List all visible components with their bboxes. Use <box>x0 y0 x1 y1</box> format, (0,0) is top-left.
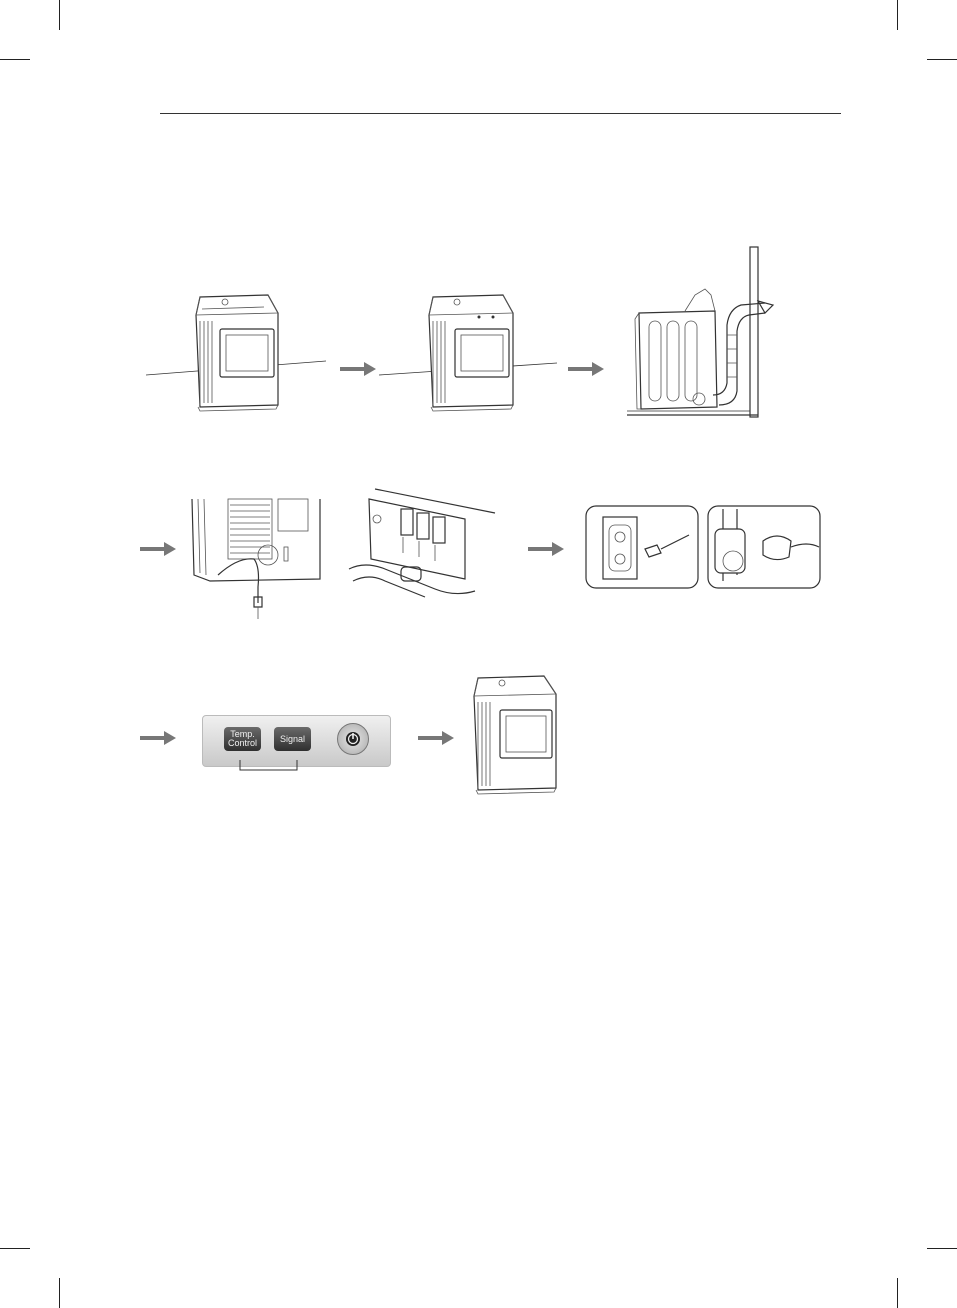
header-rule <box>160 113 841 114</box>
terminal-block-illustration <box>345 483 505 608</box>
power-icon <box>344 730 362 748</box>
power-button[interactable] <box>337 723 369 755</box>
dryer-ready-illustration <box>470 670 570 800</box>
crop-mark-tr-h <box>927 59 957 60</box>
four-prong-outlet-illustration <box>707 505 822 590</box>
dryer-gas-connection-illustration <box>188 497 328 622</box>
temp-control-button[interactable]: Temp. Control <box>224 727 261 751</box>
crop-mark-tl-v <box>59 0 60 30</box>
dryer-level-adjusted-illustration <box>375 285 575 415</box>
crop-mark-bl-v <box>59 1278 60 1308</box>
right-arrow-icon <box>568 362 604 376</box>
button-combo-bracket <box>239 760 299 772</box>
grounded-outlet-illustration <box>585 505 700 590</box>
crop-mark-tr-v <box>897 0 898 30</box>
right-arrow-icon <box>140 731 176 745</box>
crop-mark-tl-h <box>0 59 30 60</box>
signal-label: Signal <box>280 735 305 744</box>
right-arrow-icon <box>140 542 176 556</box>
crop-mark-br-v <box>897 1278 898 1308</box>
crop-mark-bl-h <box>0 1248 30 1249</box>
right-arrow-icon <box>340 362 376 376</box>
right-arrow-icon <box>528 542 564 556</box>
dryer-level-illustration <box>140 285 340 415</box>
temp-control-label-line2: Control <box>228 739 257 748</box>
right-arrow-icon <box>418 731 454 745</box>
crop-mark-br-h <box>927 1248 957 1249</box>
dryer-exhaust-duct-illustration <box>625 245 785 420</box>
signal-button[interactable]: Signal <box>274 727 311 751</box>
